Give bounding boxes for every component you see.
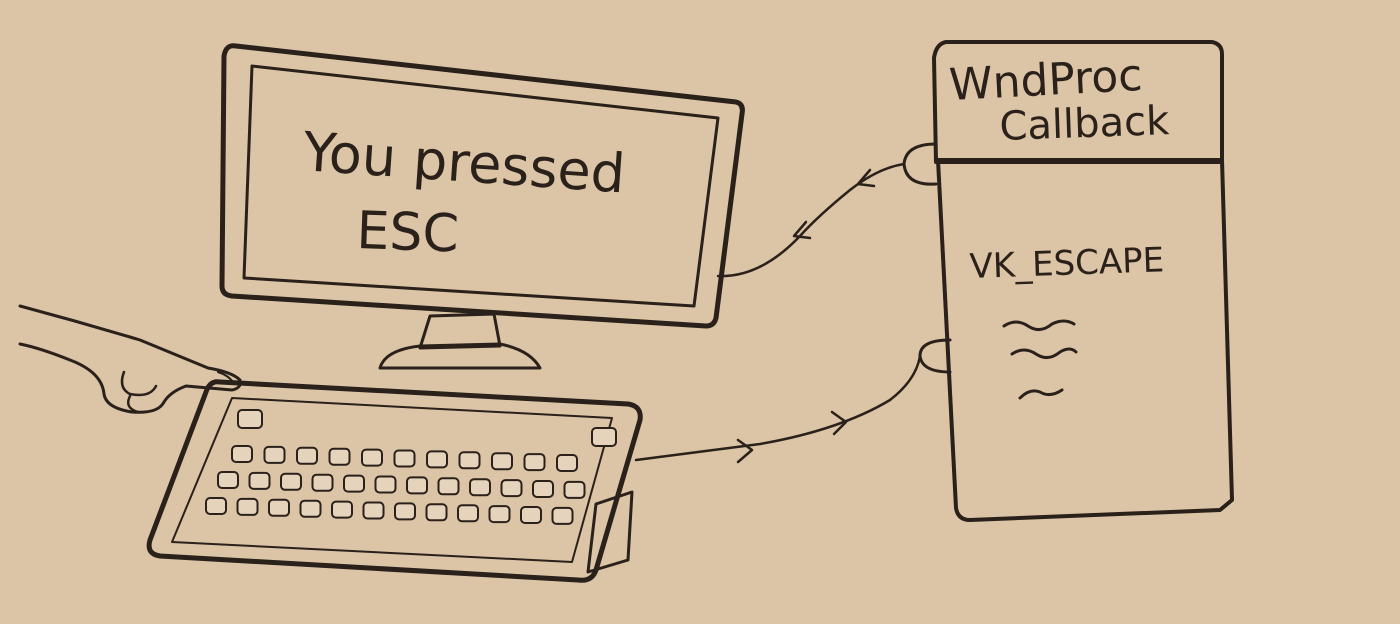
keyboard-key[interactable] [469, 478, 491, 497]
keyboard-key[interactable] [426, 450, 448, 469]
monitor-stand-neck [418, 312, 502, 350]
keyboard-key[interactable] [362, 501, 385, 520]
callback-title-line1: WndProc [948, 50, 1144, 111]
keyboard-key[interactable] [374, 475, 397, 494]
callback-to-monitor-arrow [716, 162, 906, 278]
callback-input-port [918, 338, 952, 374]
pointing-hand-icon [18, 304, 242, 414]
esc-key[interactable] [237, 409, 263, 429]
keyboard-key[interactable] [437, 477, 460, 496]
screen-text-line1: You pressed [300, 120, 627, 205]
keyboard-key[interactable] [311, 473, 334, 492]
monitor-bezel [219, 43, 745, 329]
keyboard-key[interactable] [231, 445, 253, 463]
callback-key-code: VK_ESCAPE [969, 240, 1165, 287]
callback-box-body [936, 158, 1234, 522]
keyboard-key[interactable] [328, 447, 351, 466]
keyboard-key[interactable] [343, 474, 365, 493]
keyboard-key[interactable] [556, 454, 578, 472]
keyboard [146, 379, 643, 583]
keyboard-key[interactable] [500, 479, 523, 498]
callback-title-line2: Callback [999, 98, 1171, 150]
keyboard-key[interactable] [248, 471, 271, 490]
keyboard-key[interactable] [520, 506, 542, 524]
keyboard-key[interactable] [394, 502, 416, 521]
keyboard-key[interactable] [488, 505, 511, 524]
callback-box-header [932, 40, 1224, 164]
keyboard-side [586, 490, 634, 574]
screen-text-line2: ESC [356, 201, 460, 265]
keyboard-key[interactable] [563, 480, 586, 499]
keyboard-key[interactable] [331, 500, 353, 519]
keyboard-key[interactable] [263, 445, 286, 464]
keyboard-key[interactable] [457, 504, 479, 523]
keyboard-key[interactable] [280, 472, 302, 491]
keyboard-key[interactable] [523, 453, 546, 472]
keyboard-key[interactable] [406, 476, 428, 495]
monitor-stand-base [378, 342, 542, 370]
keyboard-key[interactable] [491, 452, 513, 471]
keyboard-key[interactable] [236, 497, 259, 516]
keyboard-key[interactable] [458, 451, 481, 470]
monitor: You pressed ESC [219, 43, 745, 370]
monitor-screen [242, 64, 720, 308]
keyboard-key[interactable] [425, 503, 448, 522]
keyboard-key[interactable] [217, 471, 239, 489]
code-squiggle-3 [1018, 388, 1064, 400]
keyboard-deck [171, 397, 613, 563]
keyboard-keys [205, 409, 617, 525]
keyboard-to-callback-arrow [634, 354, 922, 462]
keyboard-key[interactable] [299, 499, 322, 518]
code-squiggle-1 [1002, 319, 1076, 331]
keyboard-key[interactable] [296, 446, 318, 465]
keyboard-key[interactable] [393, 449, 416, 468]
keyboard-key[interactable] [268, 498, 290, 517]
keyboard-key[interactable] [551, 506, 574, 525]
connectors [634, 162, 922, 464]
callback-output-port [902, 142, 938, 186]
code-squiggle-2 [1010, 347, 1078, 359]
keyboard-key[interactable] [532, 480, 554, 498]
corner-key[interactable] [591, 427, 617, 447]
keyboard-key[interactable] [205, 497, 227, 515]
keyboard-key[interactable] [361, 448, 383, 467]
callback-box: WndProc Callback VK_ESCAPE [902, 40, 1234, 522]
